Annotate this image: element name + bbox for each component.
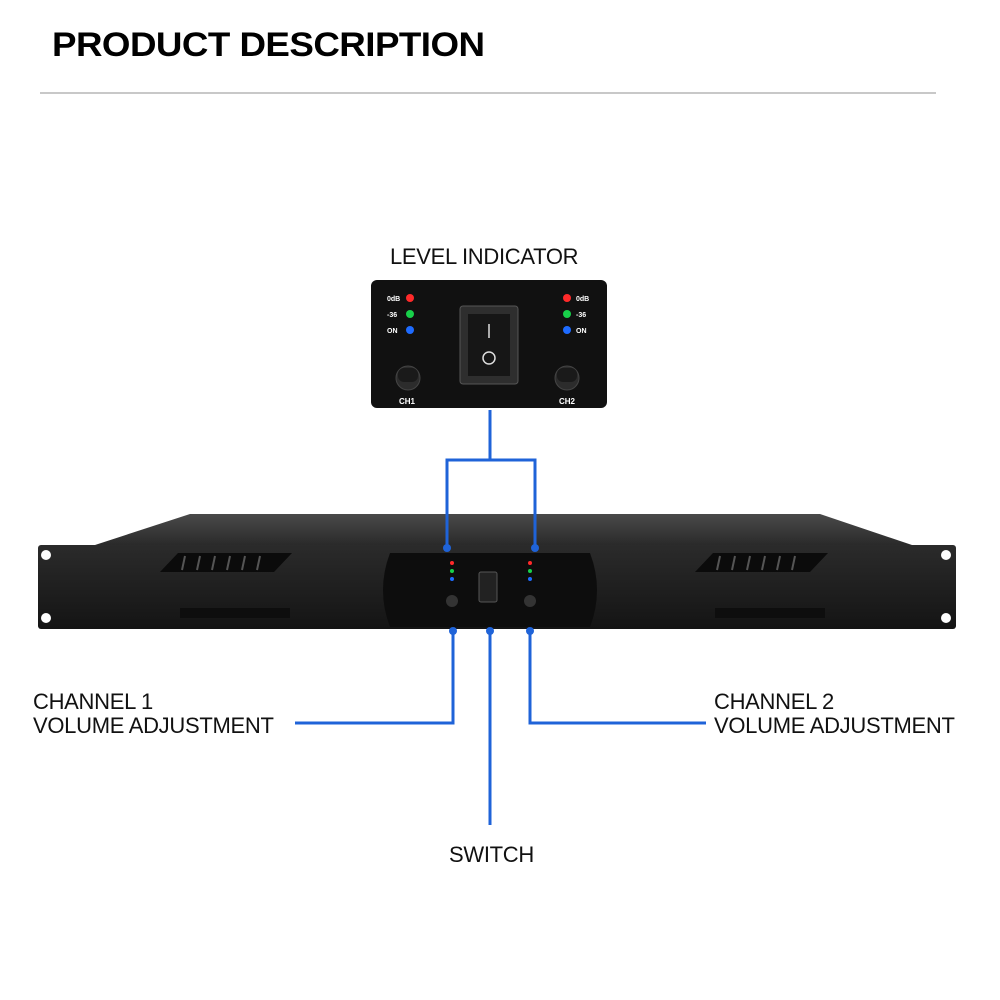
channel1-line2: VOLUME ADJUSTMENT bbox=[33, 713, 274, 738]
led-label-3-right: ON bbox=[576, 328, 587, 335]
callout-lines bbox=[295, 410, 706, 825]
led-blue-left bbox=[406, 326, 414, 334]
callout-dots bbox=[443, 544, 539, 635]
vent-left bbox=[160, 553, 292, 618]
led-ch1-red bbox=[450, 561, 454, 565]
channel2-line2: VOLUME ADJUSTMENT bbox=[714, 713, 955, 738]
volume-knob-ch2 bbox=[554, 365, 580, 391]
channel2-line1: CHANNEL 2 bbox=[714, 689, 834, 714]
rack-hole-left-top bbox=[41, 550, 51, 560]
led-ch1-blue bbox=[450, 577, 454, 581]
led-label-1-left: 0dB bbox=[387, 296, 400, 303]
led-label-1-right: 0dB bbox=[576, 296, 589, 303]
amplifier-chassis bbox=[38, 514, 956, 629]
led-green-left bbox=[406, 310, 414, 318]
rack-hole-right-top bbox=[941, 550, 951, 560]
callout-line-level-right bbox=[490, 458, 537, 548]
led-green-right bbox=[563, 310, 571, 318]
callout-line-level bbox=[445, 410, 492, 548]
power-switch-icon bbox=[459, 305, 519, 385]
mini-knob-ch1 bbox=[446, 595, 458, 607]
led-label-3-left: ON bbox=[387, 328, 398, 335]
mini-knob-ch2 bbox=[524, 595, 536, 607]
led-red-right bbox=[563, 294, 571, 302]
rack-hole-right-bottom bbox=[941, 613, 951, 623]
front-control-panel bbox=[383, 553, 597, 627]
level-indicator-label: LEVEL INDICATOR bbox=[390, 244, 579, 269]
title-divider bbox=[40, 92, 936, 94]
led-ch2-blue bbox=[528, 577, 532, 581]
callout-line-ch2 bbox=[528, 631, 706, 725]
vent-right bbox=[695, 553, 828, 618]
channel2-label: CHANNEL 2 VOLUME ADJUSTMENT bbox=[714, 690, 955, 738]
led-ch2-red bbox=[528, 561, 532, 565]
page-title: PRODUCT DESCRIPTION bbox=[52, 26, 485, 64]
switch-label: SWITCH bbox=[449, 842, 534, 867]
ch1-label: CH1 bbox=[399, 397, 416, 406]
led-ch1-green bbox=[450, 569, 454, 573]
led-label-2-left: -36 bbox=[387, 312, 397, 319]
led-blue-right bbox=[563, 326, 571, 334]
volume-knob-ch1 bbox=[395, 365, 421, 391]
callout-line-ch1 bbox=[295, 631, 455, 725]
channel1-label: CHANNEL 1 VOLUME ADJUSTMENT bbox=[33, 690, 274, 738]
led-red-left bbox=[406, 294, 414, 302]
rack-hole-left-bottom bbox=[41, 613, 51, 623]
level-indicator-panel: 0dB -36 ON 0dB -36 ON CH1 CH2 bbox=[371, 280, 607, 408]
mini-power-switch bbox=[478, 571, 498, 603]
ch2-label: CH2 bbox=[559, 397, 576, 406]
channel1-line1: CHANNEL 1 bbox=[33, 689, 153, 714]
led-ch2-green bbox=[528, 569, 532, 573]
led-label-2-right: -36 bbox=[576, 312, 586, 319]
